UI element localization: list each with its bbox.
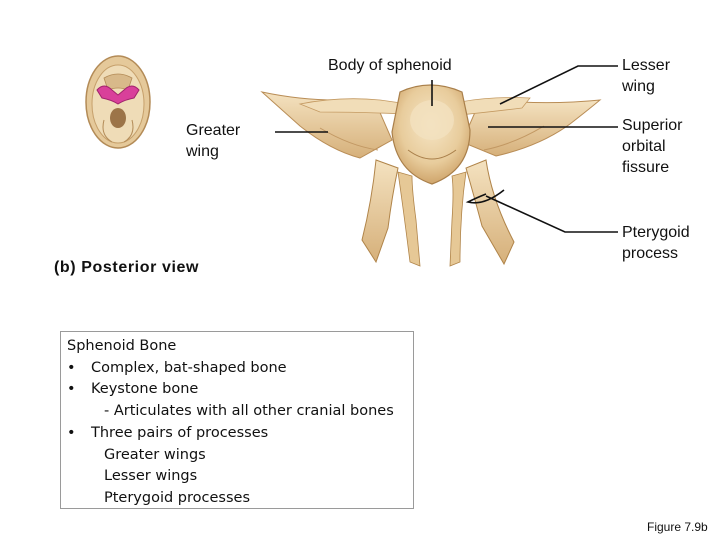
skull-thumbnail [85, 55, 151, 149]
info-item-2-sub: - Articulates with all other cranial bon… [104, 403, 394, 420]
label-pterygoid-process: Pterygoid process [622, 222, 690, 264]
label-greater-wing-line2: wing [186, 143, 219, 160]
info-item-2-text: Keystone bone [91, 381, 199, 398]
label-superior-orbital-fissure: Superior orbital fissure [622, 115, 682, 178]
label-lesser-wing: Lesser wing [622, 55, 670, 97]
figure-caption: Figure 7.9b [647, 520, 708, 534]
info-item-3-sub-2: Lesser wings [104, 468, 198, 485]
bullet: • [67, 381, 76, 398]
label-sof-line1: Superior [622, 117, 683, 134]
label-sof-line3: fissure [622, 159, 670, 176]
bullet: • [67, 359, 76, 376]
label-sof-line2: orbital [622, 138, 666, 155]
info-item-3: • Three pairs of processes [67, 423, 413, 445]
label-greater-wing-line1: Greater [186, 122, 241, 139]
label-greater-wing: Greater wing [186, 120, 240, 162]
info-item-2: • Keystone bone [67, 379, 413, 401]
info-item-3-sub-1: Greater wings [104, 446, 206, 463]
sphenoid-info-box: Sphenoid Bone •Complex, bat-shaped bone … [60, 331, 414, 509]
info-item-3-sub-3: Pterygoid processes [104, 489, 251, 506]
info-item-3-text: Three pairs of processes [91, 424, 269, 441]
bullet: • [67, 424, 76, 441]
info-heading: Sphenoid Bone [67, 338, 177, 354]
label-pterygoid-line2: process [622, 245, 679, 262]
leader-fissure-loop [465, 189, 505, 204]
sphenoid-highlight [96, 85, 140, 105]
label-body-of-sphenoid: Body of sphenoid [328, 57, 452, 74]
leader-pterygoid-process [485, 195, 618, 233]
sphenoid-bone [260, 84, 602, 267]
label-pterygoid-line1: Pterygoid [622, 224, 690, 241]
info-item-1: • Complex, bat-shaped bone [67, 358, 413, 380]
leader-lesser-wing [499, 65, 618, 105]
label-lesser-wing-line1: Lesser [622, 57, 671, 74]
label-lesser-wing-line2: wing [622, 78, 655, 95]
info-item-1-text: Complex, bat-shaped bone [91, 359, 287, 376]
view-title: (b) Posterior view [54, 259, 200, 276]
leader-lines [275, 65, 618, 233]
